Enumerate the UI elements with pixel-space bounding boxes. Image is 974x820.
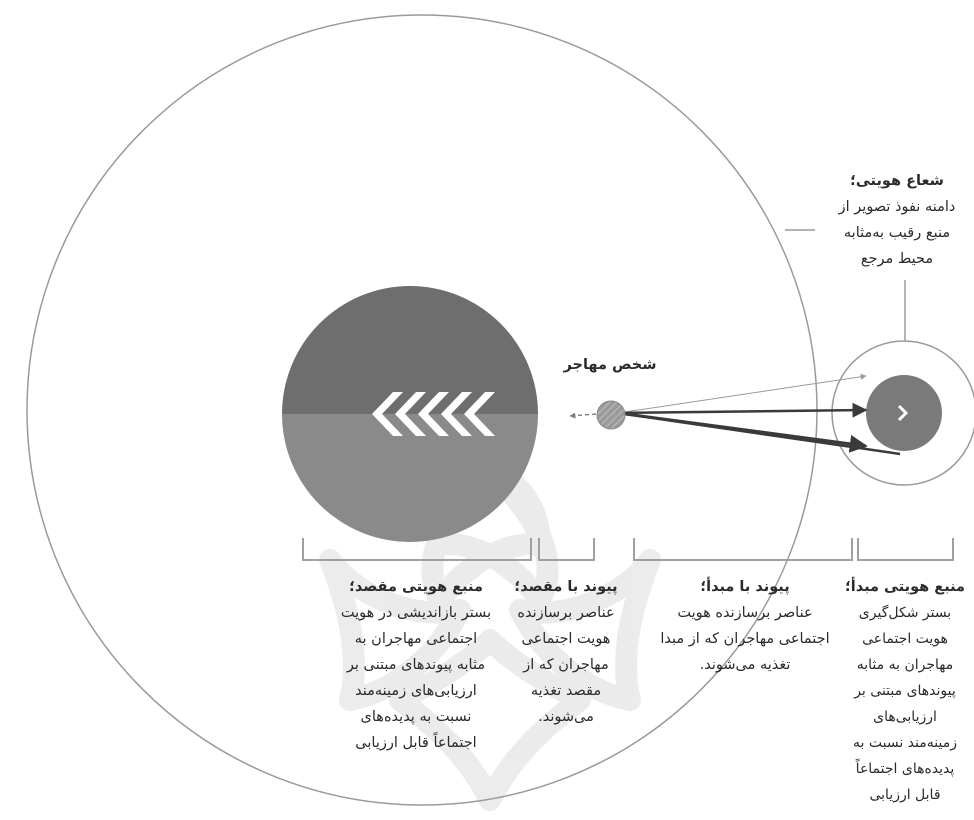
destination-source-title: منبع هویتی مقصد؛ <box>349 579 483 595</box>
destination-bond-arrow <box>569 412 597 419</box>
identity-radiation-label: شعاع هویتی؛ دامنه نفوذ تصویر از منبع رقی… <box>822 168 972 272</box>
destination-bond-label: پیوند با مقصد؛ عناصر برسازنده هویت اجتما… <box>513 574 619 730</box>
migrant-person-node <box>596 400 626 430</box>
destination-bond-title: پیوند با مقصد؛ <box>514 579 618 595</box>
migrant-person-label: شخص مهاجر <box>563 357 657 373</box>
destination-source-label: منبع هویتی مقصد؛ بستر بازاندیشی در هویت … <box>308 574 524 756</box>
origin-bond-arrow-3 <box>617 411 901 456</box>
bracket-origin-bond <box>633 538 853 561</box>
origin-influence-circle <box>831 340 974 486</box>
origin-source-label: منبع هویتی مبدأ؛ بستر شکل‌گیری هویت اجتم… <box>838 574 972 808</box>
identity-radiation-title: شعاع هویتی؛ <box>850 173 944 189</box>
chevron-right-icon <box>897 404 909 422</box>
bracket-origin-source <box>857 538 954 561</box>
origin-bond-title: پیوند با مبدأ؛ <box>700 579 790 595</box>
origin-source-title: منبع هویتی مبدأ؛ <box>844 579 966 595</box>
brackets <box>302 538 954 561</box>
light-arrow-to-origin <box>617 373 867 414</box>
bracket-destination-source <box>302 538 532 561</box>
chevrons-left-icon <box>372 392 495 436</box>
destination-source-circle <box>282 286 538 542</box>
origin-bond-arrow-1 <box>617 402 868 418</box>
origin-bond-label: پیوند با مبدأ؛ عناصر برسازنده هویت اجتما… <box>640 574 850 678</box>
bracket-destination-bond <box>538 538 595 561</box>
